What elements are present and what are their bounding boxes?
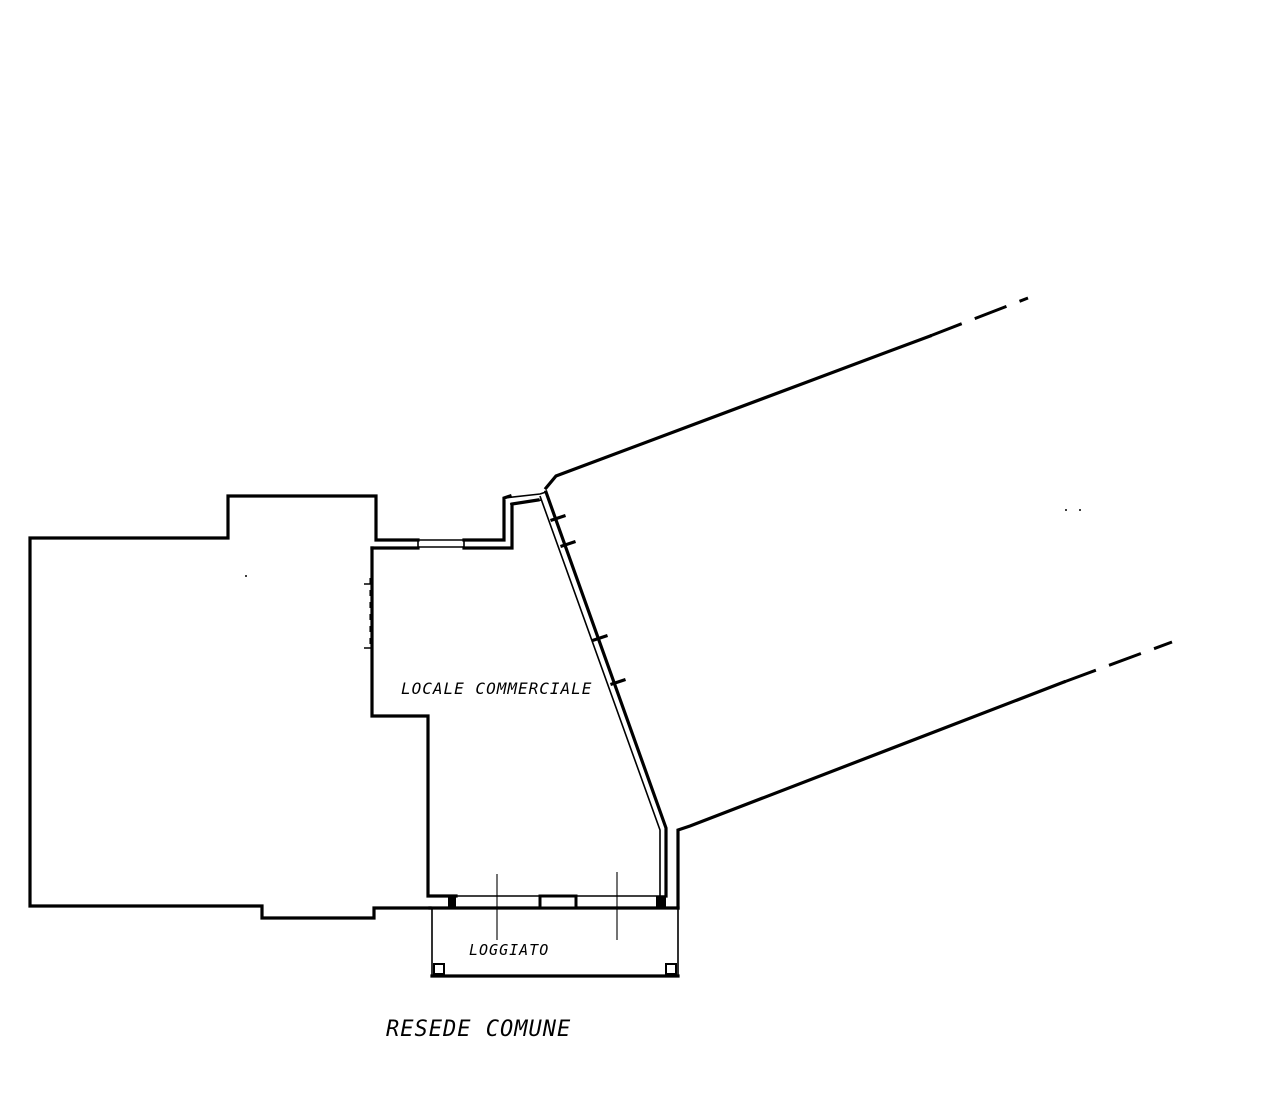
door-jamb-marks [364,583,372,649]
room-label-locale-commerciale: LOCALE COMMERCIALE [401,679,592,698]
pillar-3 [656,896,666,908]
scan-speck [245,575,247,577]
loggia-column-right [665,963,677,975]
scan-speck [1065,509,1067,511]
angled-wall-ticks [549,513,627,687]
right-wedge-top-continuation [929,296,1029,338]
area-label-resede-comune: RESEDE COMUNE [386,1017,571,1042]
right-wedge-bottom-continuation [1063,640,1173,684]
room-label-loggiato: LOGGIATO [469,941,549,959]
right-wedge-bottom-wall [676,679,1067,910]
angled-wall-outer [543,489,668,898]
loggia-side-walls [431,908,679,976]
pillar-2 [538,894,578,910]
adjacent-building-outline [28,493,513,920]
angled-wall-inner [539,495,661,900]
window-top-right [503,491,547,505]
loggia-column-left [433,963,445,975]
window-top-left [417,539,465,548]
pillar-1 [448,896,456,908]
scan-speck [1079,509,1081,511]
right-wedge-top-wall [543,333,933,491]
